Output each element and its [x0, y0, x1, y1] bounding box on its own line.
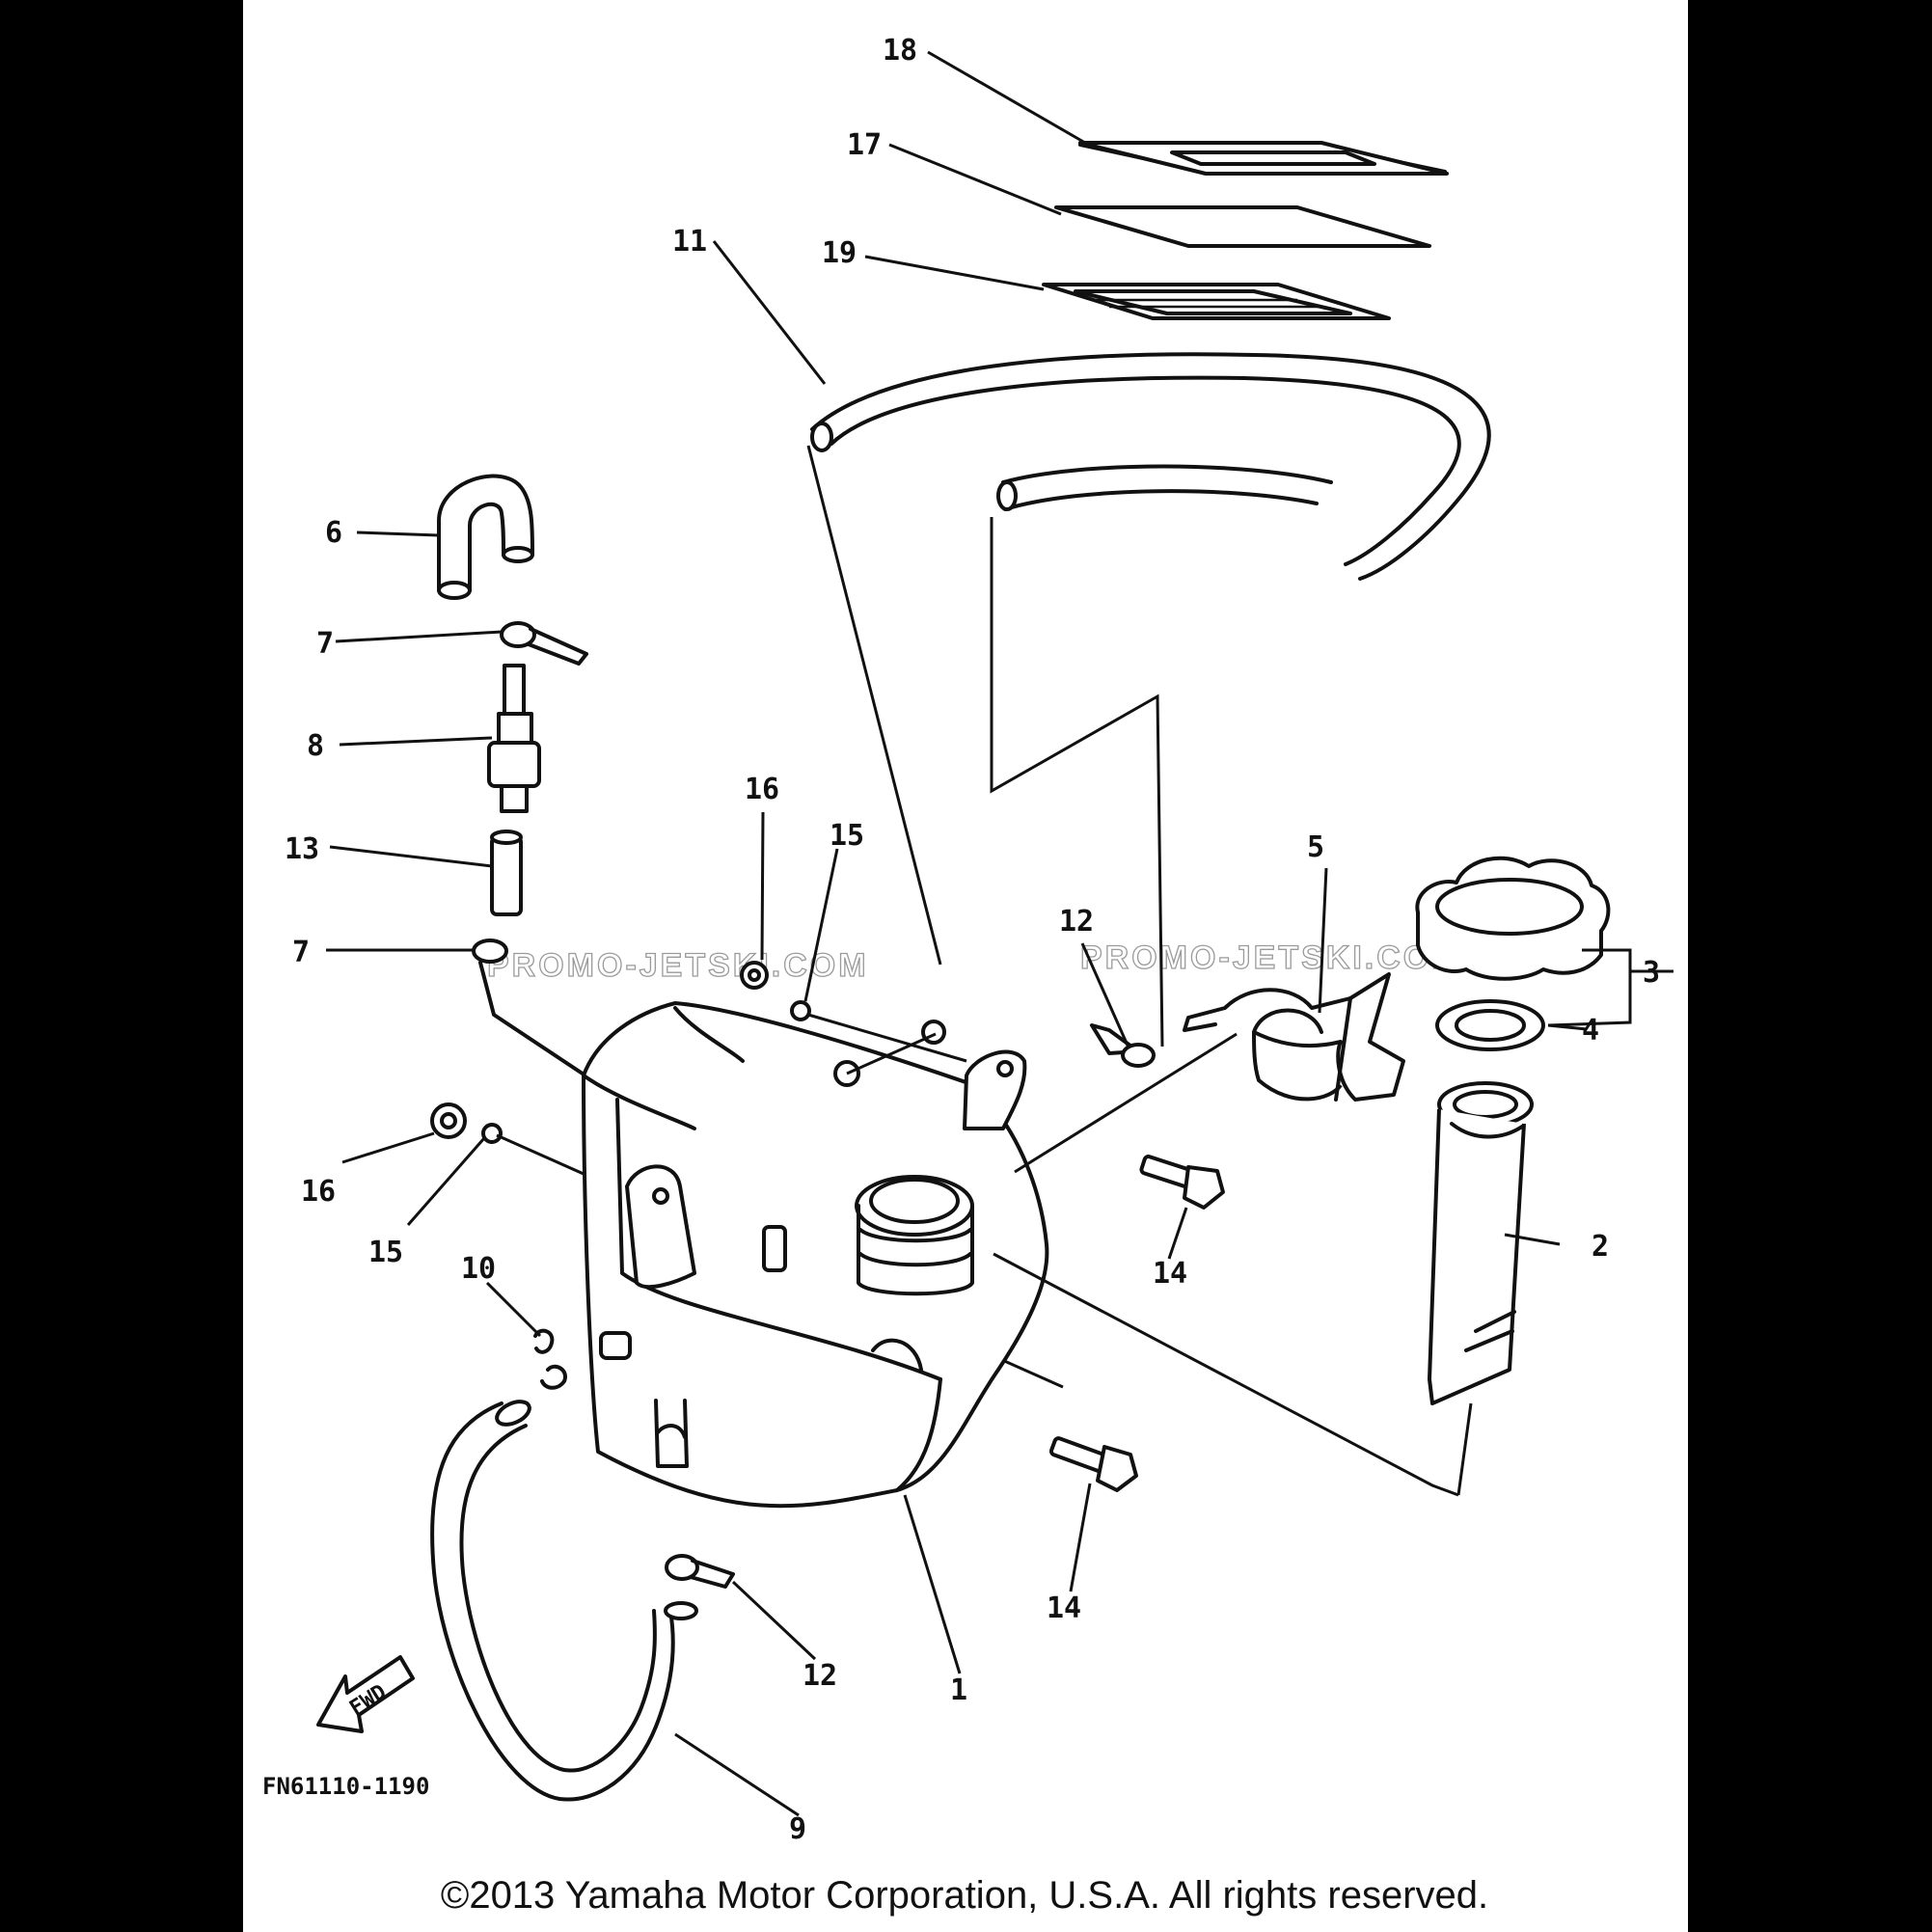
callout-15-upper: 15 — [830, 819, 864, 853]
clip-12-lower — [665, 1554, 735, 1589]
bracket-5 — [1014, 972, 1405, 1174]
bolt-14-lower — [1048, 1436, 1138, 1492]
callout-2: 2 — [1592, 1230, 1609, 1264]
fitting-8 — [487, 664, 541, 813]
bolt-14-right — [1139, 1155, 1225, 1210]
clip-7-upper — [500, 621, 588, 666]
watermark-text-2: PROMO-JETSKI.COM — [1080, 939, 1462, 976]
callout-4: 4 — [1582, 1014, 1599, 1048]
callout-5: 5 — [1307, 830, 1324, 864]
plate-17 — [1054, 205, 1431, 248]
watermark-text-1: PROMO-JETSKI.COM — [487, 947, 869, 984]
callout-16-upper: 16 — [745, 773, 779, 806]
callout-14-right: 14 — [1153, 1257, 1187, 1291]
nut-on-tank — [833, 1020, 946, 1087]
callout-8: 8 — [307, 729, 324, 763]
gasket-4 — [1435, 999, 1545, 1051]
tank-1 — [582, 1001, 1049, 1509]
callout-18: 18 — [883, 34, 917, 68]
hose-11 — [806, 352, 1491, 1048]
plate-18 — [1078, 141, 1449, 176]
callout-7-upper: 7 — [316, 627, 334, 661]
nut-16-upper — [740, 961, 769, 990]
pipe-13 — [490, 830, 523, 916]
callout-19: 19 — [822, 236, 857, 270]
callout-9: 9 — [789, 1812, 806, 1846]
callout-bracket-3-4 — [1547, 948, 1632, 1027]
hose-6 — [437, 474, 534, 600]
leader-lines — [326, 50, 1673, 1817]
callout-1: 1 — [950, 1673, 967, 1707]
hose-9 — [430, 1400, 698, 1802]
drawing-code: FN61110-1190 — [262, 1773, 429, 1800]
washer-15-upper — [790, 1000, 967, 1063]
callout-15-left: 15 — [368, 1236, 403, 1269]
clip-12-upper — [1090, 1023, 1156, 1068]
plate-19 — [1042, 283, 1391, 320]
callout-12-upper: 12 — [1059, 905, 1094, 939]
callout-labels: 18 17 19 11 6 7 8 13 7 16 15 12 5 3 4 2 … — [262, 34, 1660, 1846]
clip-10 — [533, 1328, 567, 1390]
callout-3: 3 — [1643, 956, 1660, 990]
callout-14-lower: 14 — [1047, 1592, 1081, 1625]
callout-10: 10 — [461, 1252, 496, 1286]
watermark: PROMO-JETSKI.COM PROMO-JETSKI.COM — [486, 939, 1462, 984]
copyright-notice: ©2013 Yamaha Motor Corporation, U.S.A. A… — [441, 1874, 1488, 1917]
callout-6: 6 — [325, 516, 342, 550]
callout-17: 17 — [847, 128, 882, 162]
filler-tube-2 — [993, 1081, 1534, 1497]
callout-16-left: 16 — [301, 1175, 336, 1209]
fwd-arrow: FWD — [316, 1655, 415, 1733]
callout-12-lower: 12 — [803, 1659, 837, 1693]
callout-7-lower: 7 — [292, 936, 310, 969]
nut-16-left — [430, 1102, 467, 1139]
cap-3 — [1415, 856, 1611, 981]
callout-11: 11 — [672, 225, 707, 259]
callout-13: 13 — [285, 832, 319, 866]
